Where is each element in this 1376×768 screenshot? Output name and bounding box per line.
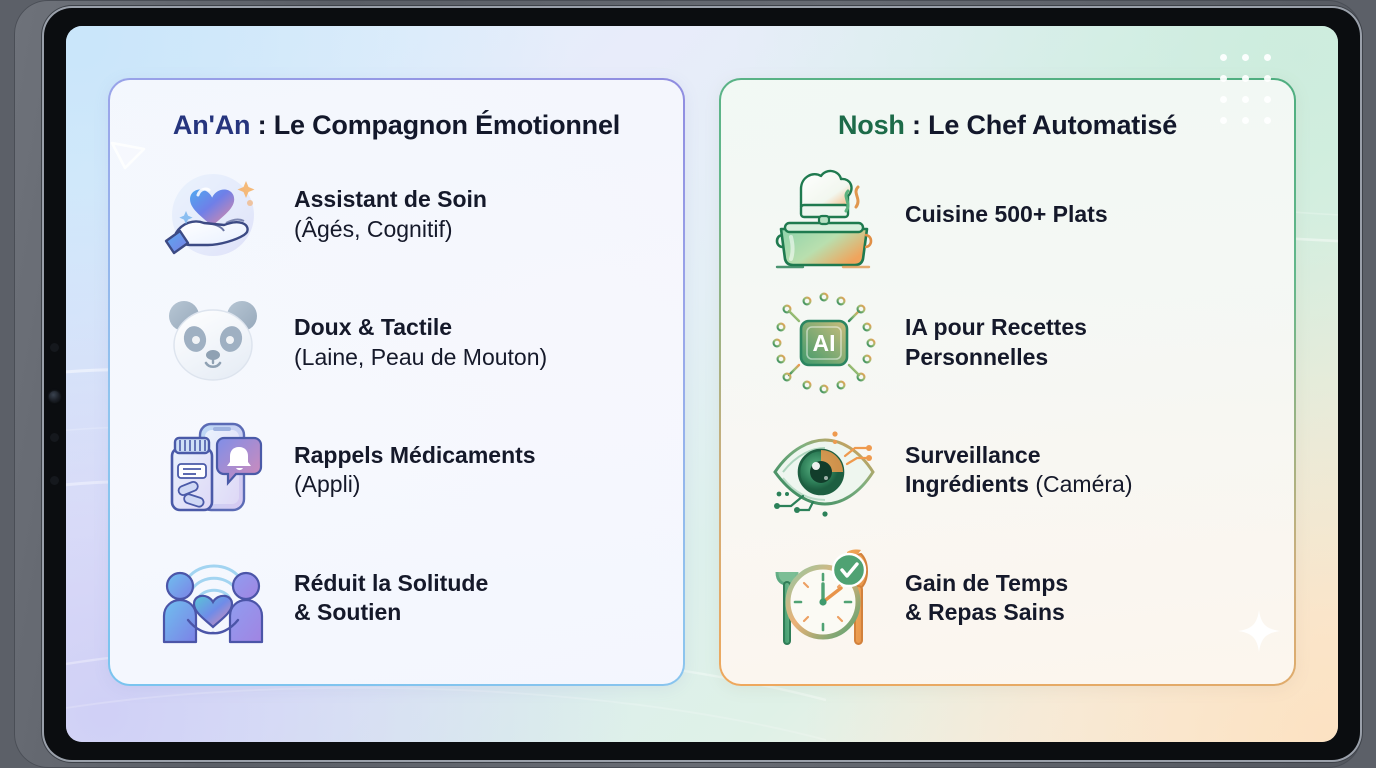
feature-title-line2: Ingrédients bbox=[905, 471, 1029, 498]
four-point-star-icon bbox=[1238, 610, 1280, 652]
feature-title: Rappels Médicaments bbox=[294, 441, 536, 468]
feature-title: Doux & Tactile bbox=[294, 314, 453, 341]
feature-doux-et-tactile-text: Doux & Tactile (Laine, Peau de Mouton) bbox=[294, 313, 547, 372]
triangle-outline-icon bbox=[110, 141, 146, 170]
feature-cards-row: An'An : Le Compagnon Émotionnel bbox=[66, 26, 1338, 742]
feature-title: Gain de Temps bbox=[905, 569, 1069, 596]
bezel-sensor-dot-2 bbox=[50, 433, 59, 442]
feature-assistant-de-soin-text: Assistant de Soin (Âgés, Cognitif) bbox=[294, 185, 487, 244]
two-people-heart-icon bbox=[158, 544, 268, 652]
feature-subtitle: (Laine, Peau de Mouton) bbox=[294, 343, 548, 370]
fork-knife-clock-check-icon bbox=[769, 544, 879, 652]
panda-face-icon bbox=[158, 289, 268, 397]
feature-title-line2: & Soutien bbox=[294, 599, 402, 626]
feature-rappels-medicaments[interactable]: Rappels Médicaments (Appli) bbox=[136, 414, 657, 526]
heart-in-hand-icon bbox=[158, 161, 268, 269]
feature-title: Réduit la Solitude bbox=[294, 569, 489, 596]
feature-title: Assistant de Soin bbox=[294, 186, 487, 213]
feature-title: Surveillance bbox=[905, 441, 1041, 468]
card-anan-feature-list: Assistant de Soin (Âgés, Cognitif) bbox=[136, 147, 657, 662]
eye-camera-vision-icon bbox=[769, 416, 879, 524]
feature-subtitle: (Âgés, Cognitif) bbox=[294, 215, 453, 242]
ai-chip-icon: AI bbox=[769, 289, 879, 397]
pill-bottle-phone-reminder-icon bbox=[158, 416, 268, 524]
feature-subtitle: (Caméra) bbox=[1035, 471, 1133, 498]
feature-surveillance-ingredients[interactable]: Surveillance Ingrédients (Caméra) bbox=[747, 414, 1268, 526]
svg-text:AI: AI bbox=[813, 330, 836, 356]
card-nosh-feature-list: Cuisine 500+ Plats bbox=[747, 147, 1268, 662]
feature-ia-recettes[interactable]: AI IA pour Recettes Personnelles bbox=[747, 287, 1268, 399]
card-nosh-title-accent: Nosh bbox=[837, 110, 905, 140]
feature-surveillance-ingredients-text: Surveillance Ingrédients (Caméra) bbox=[905, 441, 1132, 500]
card-nosh: Nosh : Le Chef Automatisé bbox=[719, 78, 1296, 686]
cooking-pot-chef-hat-icon bbox=[769, 161, 879, 269]
card-anan-title: An'An : Le Compagnon Émotionnel bbox=[136, 110, 657, 141]
bezel-camera-icon bbox=[49, 391, 60, 402]
feature-rappels-medicaments-text: Rappels Médicaments (Appli) bbox=[294, 441, 536, 500]
feature-title: IA pour Recettes bbox=[905, 314, 1087, 341]
card-anan-title-rest: : Le Compagnon Émotionnel bbox=[250, 110, 621, 140]
tablet-screen: An'An : Le Compagnon Émotionnel bbox=[66, 26, 1338, 742]
feature-reduit-la-solitude-text: Réduit la Solitude & Soutien bbox=[294, 569, 488, 628]
card-nosh-title-rest: : Le Chef Automatisé bbox=[904, 110, 1178, 140]
dot-grid-icon bbox=[1220, 54, 1286, 138]
feature-title-line2: Personnelles bbox=[905, 343, 1049, 370]
card-anan-title-accent: An'An bbox=[172, 110, 251, 140]
bezel-sensor-dot bbox=[50, 343, 59, 352]
feature-title: Cuisine 500+ Plats bbox=[905, 201, 1108, 228]
feature-title-line2: & Repas Sains bbox=[905, 599, 1065, 626]
feature-reduit-la-solitude[interactable]: Réduit la Solitude & Soutien bbox=[136, 542, 657, 654]
feature-gain-de-temps-text: Gain de Temps & Repas Sains bbox=[905, 569, 1068, 628]
feature-cuisine-500-plats[interactable]: Cuisine 500+ Plats bbox=[747, 159, 1268, 271]
card-anan: An'An : Le Compagnon Émotionnel bbox=[108, 78, 685, 686]
feature-assistant-de-soin[interactable]: Assistant de Soin (Âgés, Cognitif) bbox=[136, 159, 657, 271]
feature-ia-recettes-text: IA pour Recettes Personnelles bbox=[905, 313, 1087, 372]
feature-doux-et-tactile[interactable]: Doux & Tactile (Laine, Peau de Mouton) bbox=[136, 287, 657, 399]
bezel-sensor-dot-3 bbox=[50, 476, 59, 485]
feature-gain-de-temps[interactable]: Gain de Temps & Repas Sains bbox=[747, 542, 1268, 654]
feature-cuisine-500-plats-text: Cuisine 500+ Plats bbox=[905, 200, 1108, 229]
tablet-chassis: An'An : Le Compagnon Émotionnel bbox=[14, 0, 1362, 768]
feature-subtitle: (Appli) bbox=[294, 471, 361, 498]
card-nosh-title: Nosh : Le Chef Automatisé bbox=[747, 110, 1268, 141]
